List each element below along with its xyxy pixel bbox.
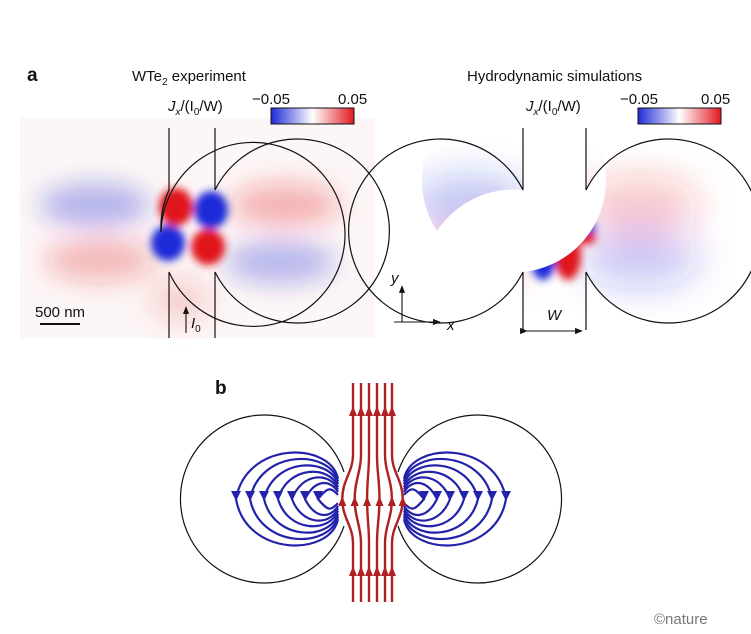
simulation-lobes — [421, 175, 700, 288]
channel-arrow — [357, 406, 365, 416]
y-axis-label: y — [390, 270, 400, 287]
vortex-streamlines — [231, 451, 511, 547]
sim-lobe-left-bottom — [421, 228, 530, 288]
sim-core-bottom-left — [530, 232, 556, 280]
experiment-map — [20, 118, 390, 338]
simulation-title: Hydrodynamic simulations — [467, 68, 642, 85]
vortex-loop-right — [403, 482, 439, 516]
sim-core-side-right-top — [576, 222, 596, 234]
experiment-core — [151, 188, 228, 265]
sim-core-top-left — [530, 184, 556, 232]
channel-arrow — [398, 496, 407, 506]
vortex-arrow-right — [459, 491, 469, 501]
simulation-colorbar — [637, 107, 722, 125]
core-top-left — [159, 188, 193, 226]
channel-arrow — [388, 406, 396, 416]
simulation-colorbar-max: 0.05 — [701, 91, 730, 108]
x-axis-label: x — [446, 317, 455, 334]
experiment-lobes — [40, 183, 340, 322]
simulation-outline-right — [585, 128, 751, 330]
simulation-map — [348, 128, 751, 330]
experiment-colorbar-max: 0.05 — [338, 91, 367, 108]
experiment-title: WTe2 experiment — [132, 68, 247, 88]
scalebar-label: 500 nm — [35, 304, 85, 321]
vortex-arrow-left — [245, 491, 255, 501]
core-top-right — [194, 191, 228, 229]
vortex-arrow-left — [300, 491, 310, 501]
sim-core-side-left-top — [515, 222, 535, 234]
vortex-arrow-left — [313, 491, 323, 501]
vortex-loop-right — [402, 451, 508, 547]
disc-outline — [179, 414, 563, 584]
channel-arrow — [365, 406, 373, 416]
panel-b-label: b — [215, 378, 227, 399]
experiment-outline-left — [160, 128, 346, 338]
channel-arrow — [373, 566, 381, 576]
lobe-right-top — [230, 183, 340, 227]
channel-streamlines — [338, 383, 407, 602]
vortex-arrow-left — [231, 491, 241, 501]
vortex-loop-left — [303, 482, 339, 516]
vortex-arrow-left — [259, 491, 269, 501]
experiment-colorbar-min: −0.05 — [252, 91, 290, 108]
channel-arrow — [338, 496, 347, 506]
nature-credit: ©nature — [654, 611, 708, 628]
lobe-left-top — [40, 183, 150, 227]
vortex-arrow-right — [445, 491, 455, 501]
channel-arrow — [375, 496, 384, 506]
vortex-arrow-left — [273, 491, 283, 501]
sim-core-top-right — [555, 184, 581, 232]
width-label: W — [547, 307, 563, 324]
experiment-outline-right — [214, 128, 390, 338]
sim-lobe-right-top — [580, 175, 700, 235]
channel-arrow — [381, 566, 389, 576]
core-bottom-right — [191, 229, 225, 265]
sim-lobe-left-top — [421, 175, 530, 235]
vortex-arrow-right — [487, 491, 497, 501]
channel-arrow — [363, 496, 372, 506]
sim-core-side-right-bottom — [576, 232, 596, 244]
lobe-bottom — [150, 278, 210, 322]
channel-arrow — [357, 566, 365, 576]
channel-arrow — [350, 496, 359, 506]
channel-arrow — [388, 566, 396, 576]
vortex-arrow-right — [432, 491, 442, 501]
vortex-arrow-right — [501, 491, 511, 501]
panel-a-label: a — [27, 65, 38, 86]
vortex-loop-left — [234, 451, 340, 547]
flow-diagram — [179, 383, 563, 602]
sim-core-bottom-right — [555, 232, 581, 280]
lobe-right-bottom — [225, 240, 335, 284]
source-current-label: I0 — [191, 315, 201, 335]
experiment-colorbar — [270, 107, 355, 125]
simulation-current-label: Jx/(I0/W) — [525, 98, 581, 118]
channel-arrow — [381, 406, 389, 416]
channel-arrow — [365, 566, 373, 576]
sim-core-side-left-bottom — [515, 232, 535, 244]
simulation-outline-left — [348, 128, 524, 330]
vortex-arrow-right — [473, 491, 483, 501]
channel-arrow — [349, 406, 357, 416]
sim-lobe-right-bottom — [580, 228, 700, 288]
simulation-colorbar-min: −0.05 — [620, 91, 658, 108]
channel-arrow — [387, 496, 396, 506]
channel-arrow — [349, 566, 357, 576]
vortex-arrow-right — [419, 491, 429, 501]
lobe-left-bottom — [45, 238, 155, 282]
channel-arrow — [373, 406, 381, 416]
experiment-current-label: Jx/(I0/W) — [167, 98, 223, 118]
vortex-arrow-left — [287, 491, 297, 501]
core-bottom-left — [151, 225, 185, 261]
